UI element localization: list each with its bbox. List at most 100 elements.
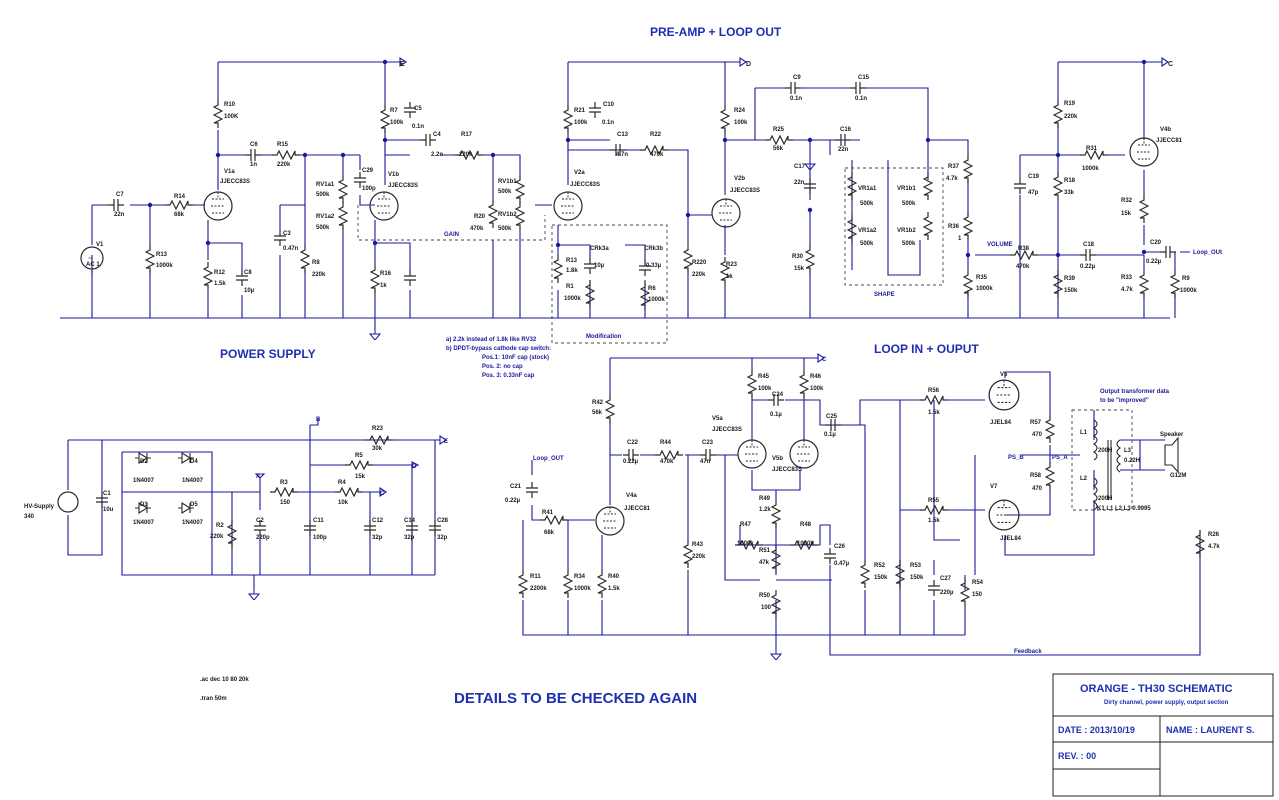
tube-v2b bbox=[711, 198, 741, 228]
output-components bbox=[518, 370, 1205, 660]
tube-v5 bbox=[988, 379, 1020, 411]
svg-text:200H: 200H bbox=[1098, 448, 1112, 454]
svg-text:C22: C22 bbox=[627, 440, 639, 446]
svg-text:C5: C5 bbox=[414, 106, 422, 112]
svg-text:R36: R36 bbox=[948, 224, 960, 230]
svg-text:C24: C24 bbox=[772, 392, 784, 398]
svg-text:C7: C7 bbox=[116, 192, 124, 198]
svg-text:32p: 32p bbox=[437, 535, 448, 541]
svg-text:R22: R22 bbox=[650, 132, 662, 138]
svg-text:V4b: V4b bbox=[1160, 127, 1171, 133]
svg-text:10k: 10k bbox=[338, 500, 349, 506]
output-wiring bbox=[522, 352, 1201, 656]
svg-text:R53: R53 bbox=[910, 563, 922, 569]
svg-text:500k: 500k bbox=[316, 225, 330, 231]
svg-text:10u: 10u bbox=[103, 507, 114, 513]
svg-text:68k: 68k bbox=[544, 530, 555, 536]
svg-text:R220: R220 bbox=[692, 260, 707, 266]
power-supply-components bbox=[57, 435, 442, 600]
svg-text:15k: 15k bbox=[355, 474, 366, 480]
volume-label: VOLUME bbox=[987, 242, 1013, 248]
svg-text:4.7n: 4.7n bbox=[616, 152, 628, 158]
svg-text:470k: 470k bbox=[1016, 264, 1030, 270]
svg-text:C11: C11 bbox=[313, 518, 324, 524]
svg-text:Output transformer data: Output transformer data bbox=[1100, 389, 1170, 395]
svg-text:C27: C27 bbox=[940, 576, 952, 582]
svg-text:1.5k: 1.5k bbox=[214, 281, 226, 287]
svg-text:220p: 220p bbox=[256, 535, 270, 541]
svg-text:22n: 22n bbox=[794, 180, 805, 186]
svg-text:R4: R4 bbox=[338, 480, 346, 486]
svg-text:C2: C2 bbox=[256, 518, 264, 524]
title-block: ORANGE - TH30 SCHEMATIC Dirty channel, p… bbox=[1052, 673, 1274, 797]
svg-text:C12: C12 bbox=[372, 518, 384, 524]
svg-text:E: E bbox=[400, 61, 405, 68]
svg-text:1N4007: 1N4007 bbox=[133, 520, 155, 526]
svg-text:100p: 100p bbox=[313, 535, 327, 541]
svg-text:4.7k: 4.7k bbox=[1208, 544, 1220, 550]
svg-text:100k: 100k bbox=[574, 120, 588, 126]
svg-text:C9: C9 bbox=[793, 75, 801, 81]
svg-text:R46: R46 bbox=[810, 374, 822, 380]
svg-text:R38: R38 bbox=[1018, 246, 1030, 252]
svg-text:R5: R5 bbox=[355, 453, 363, 459]
svg-text:R45: R45 bbox=[758, 374, 770, 380]
svg-text:500k: 500k bbox=[902, 201, 916, 207]
svg-text:a) 2.2k instead of 1.8k like R: a) 2.2k instead of 1.8k like RV32 bbox=[446, 337, 537, 343]
svg-text:V5: V5 bbox=[1000, 372, 1008, 378]
svg-text:R35: R35 bbox=[976, 275, 988, 281]
svg-text:D: D bbox=[746, 61, 751, 68]
svg-text:R6: R6 bbox=[648, 286, 656, 292]
svg-text:Pos. 2: no cap: Pos. 2: no cap bbox=[482, 364, 523, 370]
modification-note: a) 2.2k instead of 1.8k like RV32 b) DPD… bbox=[446, 337, 551, 379]
tube-v1a bbox=[203, 191, 233, 221]
svg-text:0.1n: 0.1n bbox=[602, 120, 614, 126]
svg-text:10µ: 10µ bbox=[594, 263, 605, 269]
svg-text:C6: C6 bbox=[250, 142, 258, 148]
svg-text:R10: R10 bbox=[224, 102, 236, 108]
svg-text:1.5k: 1.5k bbox=[608, 586, 620, 592]
hv-source-icon bbox=[57, 491, 79, 513]
svg-text:VR1b1: VR1b1 bbox=[897, 186, 916, 192]
svg-text:V5b: V5b bbox=[772, 456, 783, 462]
svg-text:R2: R2 bbox=[216, 523, 224, 529]
svg-text:R24: R24 bbox=[734, 108, 746, 114]
svg-text:R8: R8 bbox=[312, 260, 320, 266]
svg-text:1000k: 1000k bbox=[797, 541, 814, 547]
svg-text:R9: R9 bbox=[1182, 276, 1190, 282]
svg-text:R33: R33 bbox=[1121, 275, 1133, 281]
svg-text:1000k: 1000k bbox=[976, 286, 993, 292]
svg-text:C28: C28 bbox=[437, 518, 449, 524]
svg-text:K1 L1 L2 L3 0.9995: K1 L1 L2 L3 0.9995 bbox=[1097, 506, 1151, 512]
svg-text:C18: C18 bbox=[1083, 242, 1095, 248]
svg-text:C16: C16 bbox=[840, 127, 852, 133]
svg-text:R58: R58 bbox=[1030, 473, 1042, 479]
svg-text:C1: C1 bbox=[103, 491, 111, 497]
svg-text:C29: C29 bbox=[362, 168, 374, 174]
svg-text:R3: R3 bbox=[280, 480, 288, 486]
svg-text:1N4007: 1N4007 bbox=[182, 478, 204, 484]
title-block-name: NAME : LAURENT S. bbox=[1166, 725, 1255, 735]
svg-text:R50: R50 bbox=[759, 593, 771, 599]
svg-text:0.22H: 0.22H bbox=[1124, 458, 1140, 464]
svg-text:500k: 500k bbox=[860, 201, 874, 207]
junction-dots bbox=[147, 59, 1147, 258]
svg-text:L3: L3 bbox=[1124, 448, 1132, 454]
svg-text:470k: 470k bbox=[650, 152, 664, 158]
svg-text:B: B bbox=[316, 417, 321, 423]
svg-text:R43: R43 bbox=[692, 542, 704, 548]
title-block-date: DATE : 2013/10/19 bbox=[1058, 725, 1135, 735]
svg-text:56k: 56k bbox=[773, 146, 784, 152]
dashed-groups bbox=[357, 167, 944, 344]
svg-text:500k: 500k bbox=[498, 226, 512, 232]
svg-text:22n: 22n bbox=[114, 212, 125, 218]
svg-text:D2: D2 bbox=[140, 459, 148, 465]
svg-text:100k: 100k bbox=[734, 120, 748, 126]
svg-text:0.1µ: 0.1µ bbox=[770, 412, 782, 418]
tube-v5b bbox=[789, 439, 819, 469]
tube-v2a bbox=[553, 191, 583, 221]
svg-text:C17: C17 bbox=[794, 164, 806, 170]
svg-text:100k: 100k bbox=[758, 386, 772, 392]
svg-text:68k: 68k bbox=[174, 212, 185, 218]
